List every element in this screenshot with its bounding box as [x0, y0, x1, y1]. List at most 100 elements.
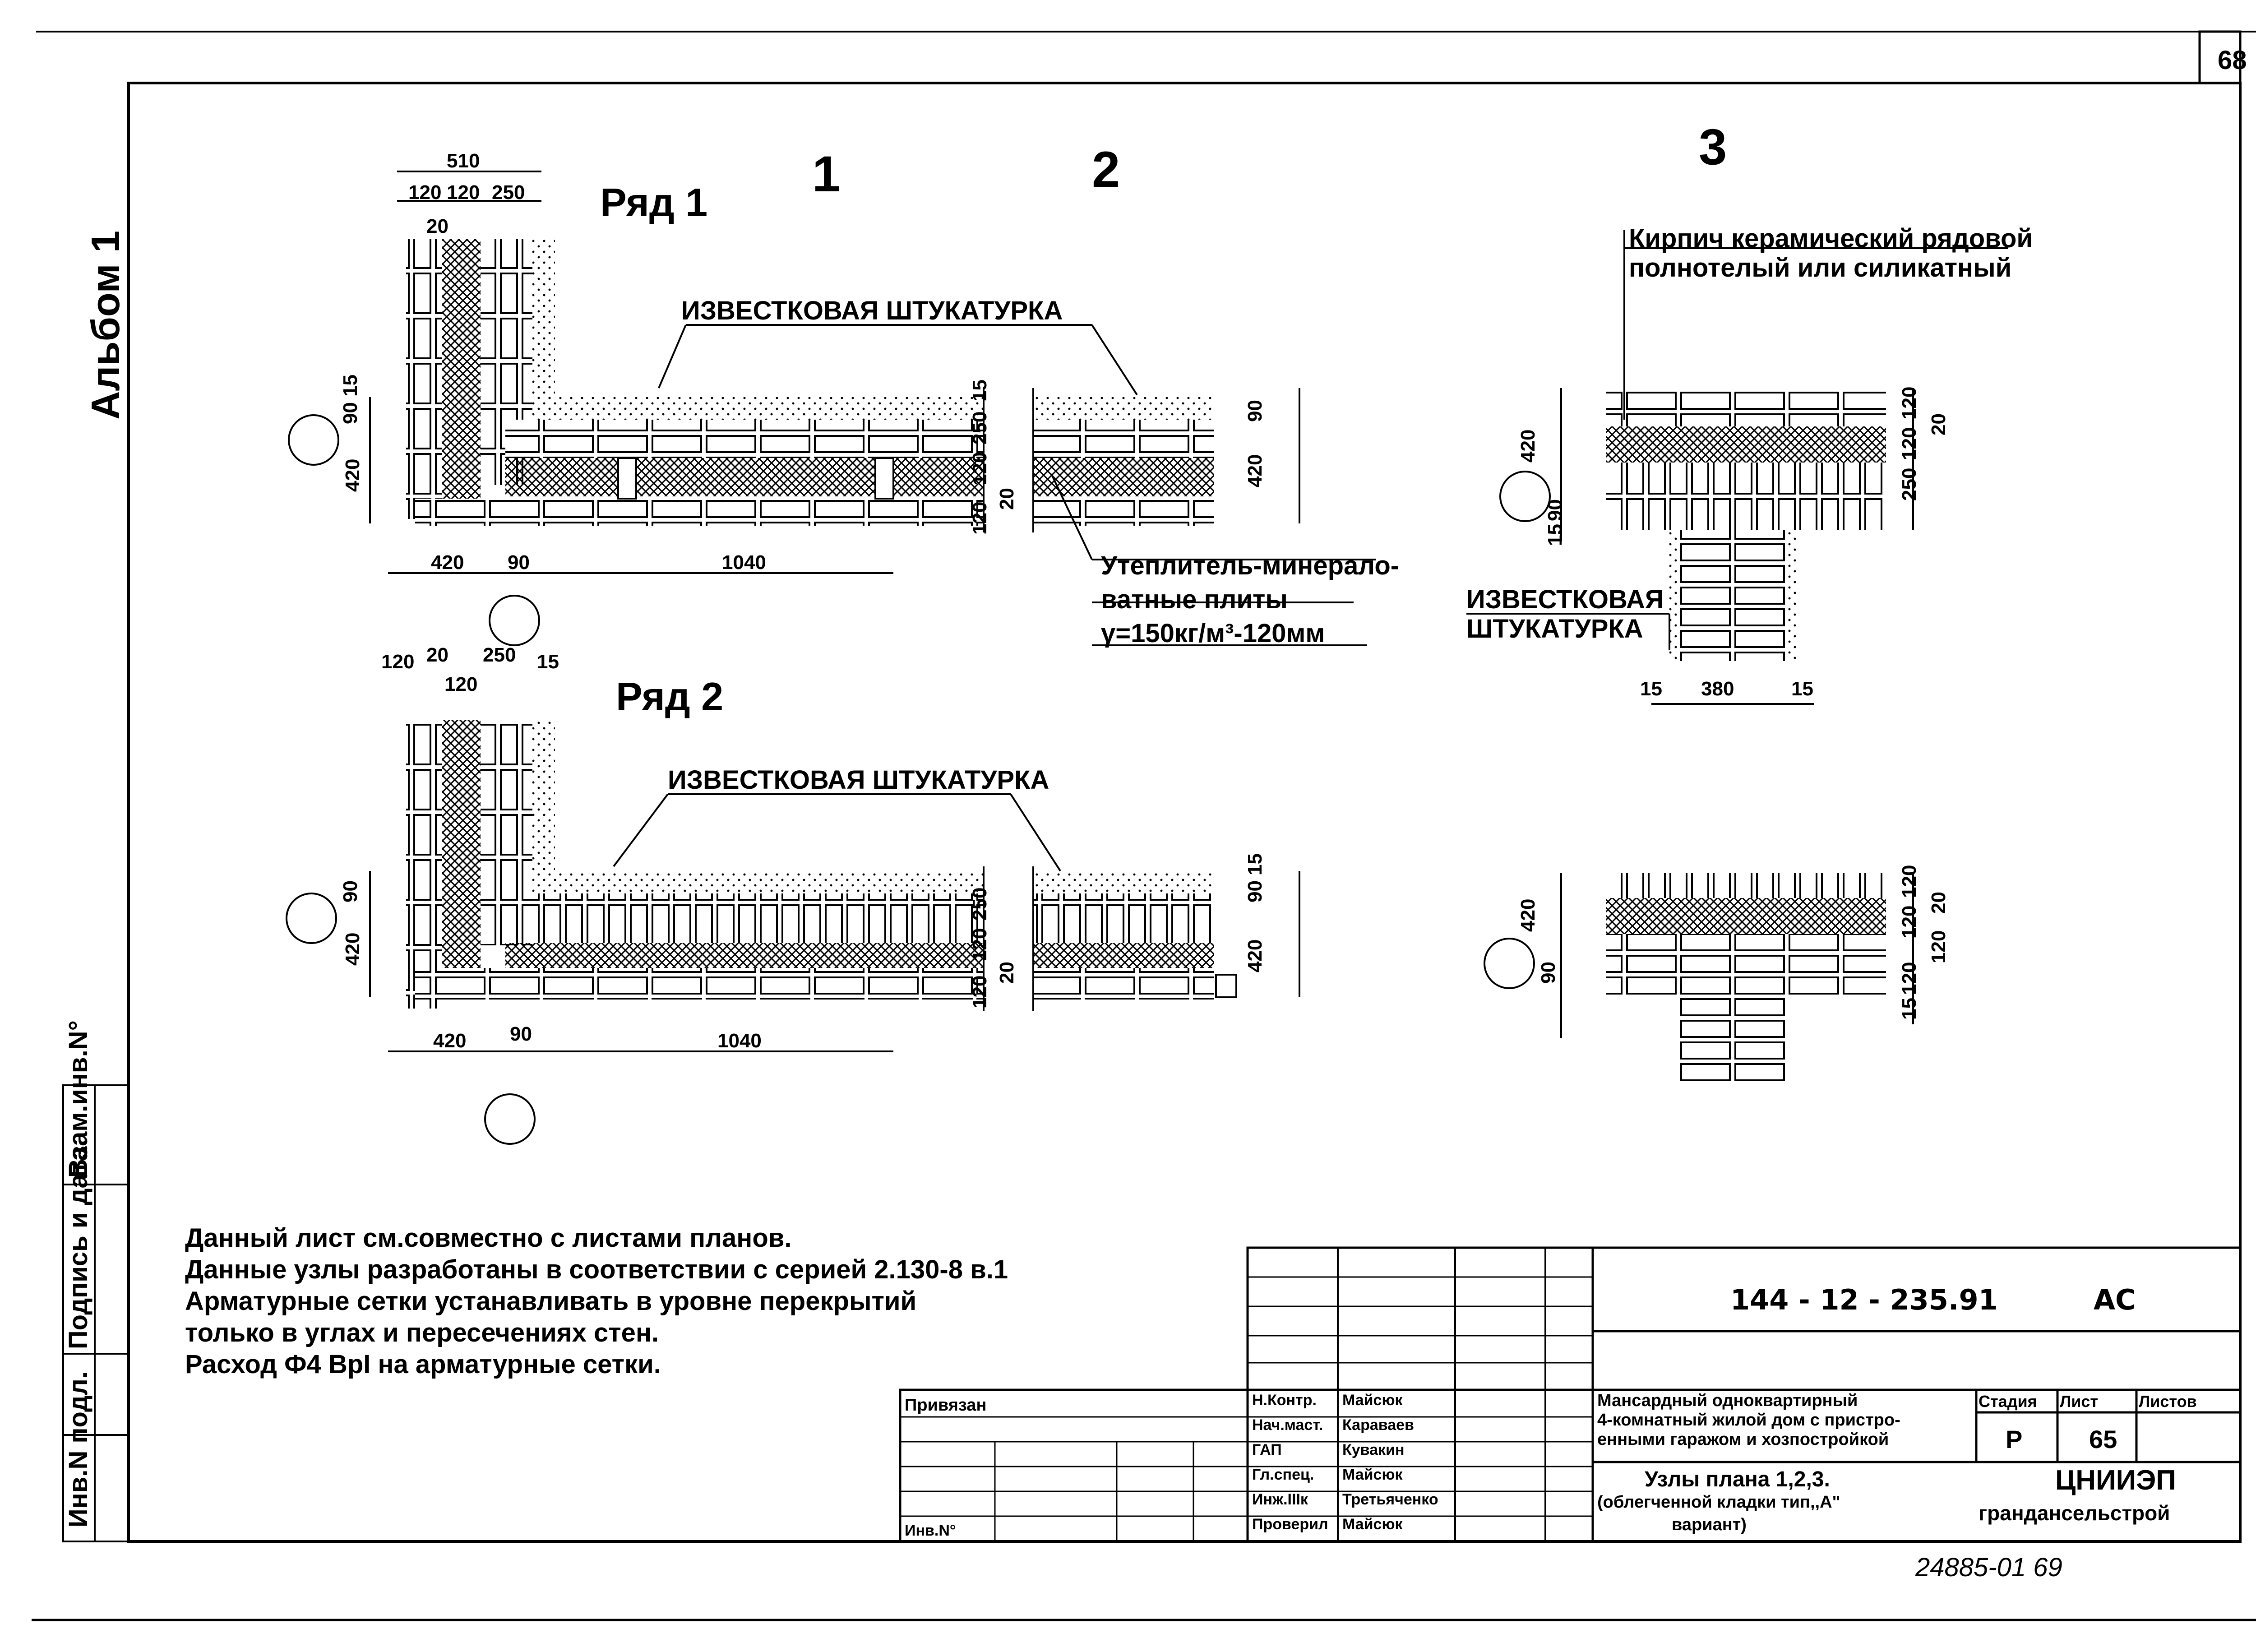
- name-3: Кувакин: [1342, 1441, 1405, 1458]
- role-4: Гл.спец.: [1252, 1466, 1314, 1483]
- attached-label: Привязан: [905, 1396, 987, 1415]
- name-4: Майсюк: [1342, 1466, 1403, 1483]
- project-line-1: Мансардный одноквартирный: [1597, 1391, 1858, 1410]
- organization-line-2: грандансельстрой: [1979, 1501, 2170, 1525]
- brick-label-1: Кирпич керамический рядовой: [1629, 224, 2033, 253]
- dim-20-r2: 20: [996, 962, 1018, 984]
- dim-120-n4: 120: [1898, 865, 1920, 898]
- title-block-lines: [899, 1246, 2242, 1543]
- dim-15-right1: 15: [969, 379, 991, 402]
- role-3: ГАП: [1252, 1441, 1282, 1458]
- plaster-label-2: ИЗВЕСТКОВАЯ ШТУКАТУРКА: [668, 765, 1049, 795]
- name-5: Третьяченко: [1342, 1491, 1438, 1508]
- plaster-label-1: ИЗВЕСТКОВАЯ ШТУКАТУРКА: [681, 296, 1063, 325]
- dim-420-left2: 420: [342, 932, 364, 966]
- sheet-title-1: Узлы плана 1,2,3.: [1645, 1467, 1830, 1491]
- dim-120-n3: 120: [1898, 386, 1920, 420]
- dim-90-n3: 90: [1544, 499, 1566, 521]
- sheet-title-3: вариант): [1672, 1515, 1747, 1534]
- dim-380-b3: 380: [1701, 678, 1734, 700]
- project-line-3: енными гаражом и хозпостройкой: [1597, 1430, 1889, 1449]
- dim-420-right1: 420: [1244, 454, 1266, 487]
- organization-line-1: ЦНИИЭП: [2055, 1465, 2176, 1496]
- sheet-value: 65: [2089, 1425, 2117, 1453]
- dim-20-n3: 20: [1928, 413, 1950, 435]
- dim-15-top2: 15: [537, 651, 559, 673]
- stage-value: Р: [2006, 1425, 2023, 1453]
- stage-label: Стадия: [1979, 1392, 2037, 1411]
- role-6: Проверил: [1252, 1516, 1328, 1533]
- node-3-bottom: [1484, 873, 1914, 1081]
- note-3: Арматурные сетки устанавливать в уровне …: [185, 1286, 917, 1316]
- dim-20a: 20: [426, 215, 448, 237]
- sheet-title-2: (облегченной кладки тип,,А": [1597, 1493, 1840, 1512]
- node-1-row-1: [288, 171, 1376, 646]
- dim-120-r2b: 120: [969, 975, 991, 1009]
- role-2: Нач.маст.: [1252, 1416, 1323, 1434]
- dim-120a: 120: [408, 181, 442, 204]
- dim-90-r2: 90: [1244, 880, 1266, 902]
- dim-250-r2: 250: [969, 887, 991, 921]
- name-2: Караваев: [1342, 1416, 1414, 1434]
- marker-1: 1: [812, 146, 841, 202]
- dim-90-15: 90 15: [339, 374, 361, 424]
- note-2: Данные узлы разработаны в соответствии с…: [185, 1255, 1008, 1284]
- dim-250-n3: 250: [1898, 467, 1920, 501]
- dim-1040a: 1040: [722, 551, 766, 574]
- sheets-label: Листов: [2139, 1392, 2197, 1411]
- dim-420a: 420: [431, 551, 464, 574]
- dim-420-r2: 420: [1244, 939, 1266, 972]
- project-line-2: 4-комнатный жилой дом с пристро-: [1597, 1411, 1900, 1430]
- dim-250-top2: 250: [483, 644, 516, 666]
- marker-3: 3: [1699, 119, 1727, 175]
- document-mark: АС: [2094, 1283, 2136, 1316]
- plaster-label-3a: ИЗВЕСТКОВАЯ: [1466, 585, 1664, 614]
- dim-20-n4: 20: [1928, 892, 1950, 914]
- dim-250-right1: 250: [969, 411, 991, 444]
- sheet-label: Лист: [2060, 1392, 2099, 1411]
- plaster-label-3b: ШТУКАТУРКА: [1466, 614, 1643, 643]
- dim-20-top2: 20: [426, 644, 448, 666]
- sheet-corner-number: 68: [2218, 46, 2247, 75]
- album-label: Альбом 1: [83, 231, 128, 420]
- row-1-label: Ряд 1: [600, 180, 708, 225]
- node-3-top: [1466, 230, 2008, 705]
- dim-420-left1: 420: [342, 458, 364, 492]
- dim-90a: 90: [508, 551, 530, 574]
- dim-120-r2: 120: [969, 928, 991, 961]
- marker-2: 2: [1092, 141, 1120, 198]
- dim-420-b2: 420: [433, 1030, 467, 1052]
- dim-120-n4b: 120: [1898, 905, 1920, 939]
- dim-15-r2: 15: [1244, 853, 1266, 875]
- dim-250a: 250: [492, 181, 525, 204]
- dim-120-n4d: 120: [1898, 962, 1920, 995]
- dim-420-n3: 420: [1517, 429, 1539, 463]
- brick-label-2: полнотелый или силикатный: [1629, 253, 2012, 282]
- node-1-row-2: [286, 720, 1300, 1145]
- insulation-label-3: γ=150кг/м³-120мм: [1101, 619, 1325, 648]
- dim-120-n4c: 120: [1928, 930, 1950, 963]
- dim-1040-b2: 1040: [717, 1030, 762, 1052]
- dim-20-right1: 20: [996, 488, 1018, 510]
- dim-510: 510: [447, 150, 480, 172]
- dim-120b: 120: [447, 181, 480, 204]
- dim-15-n4: 15: [1898, 998, 1920, 1020]
- dim-90-b2: 90: [510, 1023, 532, 1045]
- dim-120-sub2: 120: [444, 673, 478, 695]
- dim-90-n4: 90: [1537, 962, 1559, 984]
- insulation-label-1: Утеплитель-минерало-: [1101, 551, 1400, 580]
- dim-90-right1: 90: [1244, 400, 1266, 422]
- dim-120-n3b: 120: [1898, 427, 1920, 460]
- bottom-code: 24885-01 69: [1915, 1553, 2062, 1582]
- stamp-inv: Инв.N подл.: [64, 1371, 93, 1527]
- dim-15-n3: 15: [1544, 524, 1566, 546]
- dim-420-n4: 420: [1517, 898, 1539, 932]
- stamp-replace: Взам.инв.N°: [64, 1020, 93, 1178]
- inventory-label: Инв.N°: [905, 1522, 956, 1539]
- dim-120-right1b: 120: [969, 501, 991, 535]
- note-4: только в углах и пересечениях стен.: [185, 1318, 659, 1347]
- note-1: Данный лист см.совместно с листами плано…: [185, 1223, 792, 1253]
- note-5: Расход Ф4 ВрI на арматурные сетки.: [185, 1350, 661, 1379]
